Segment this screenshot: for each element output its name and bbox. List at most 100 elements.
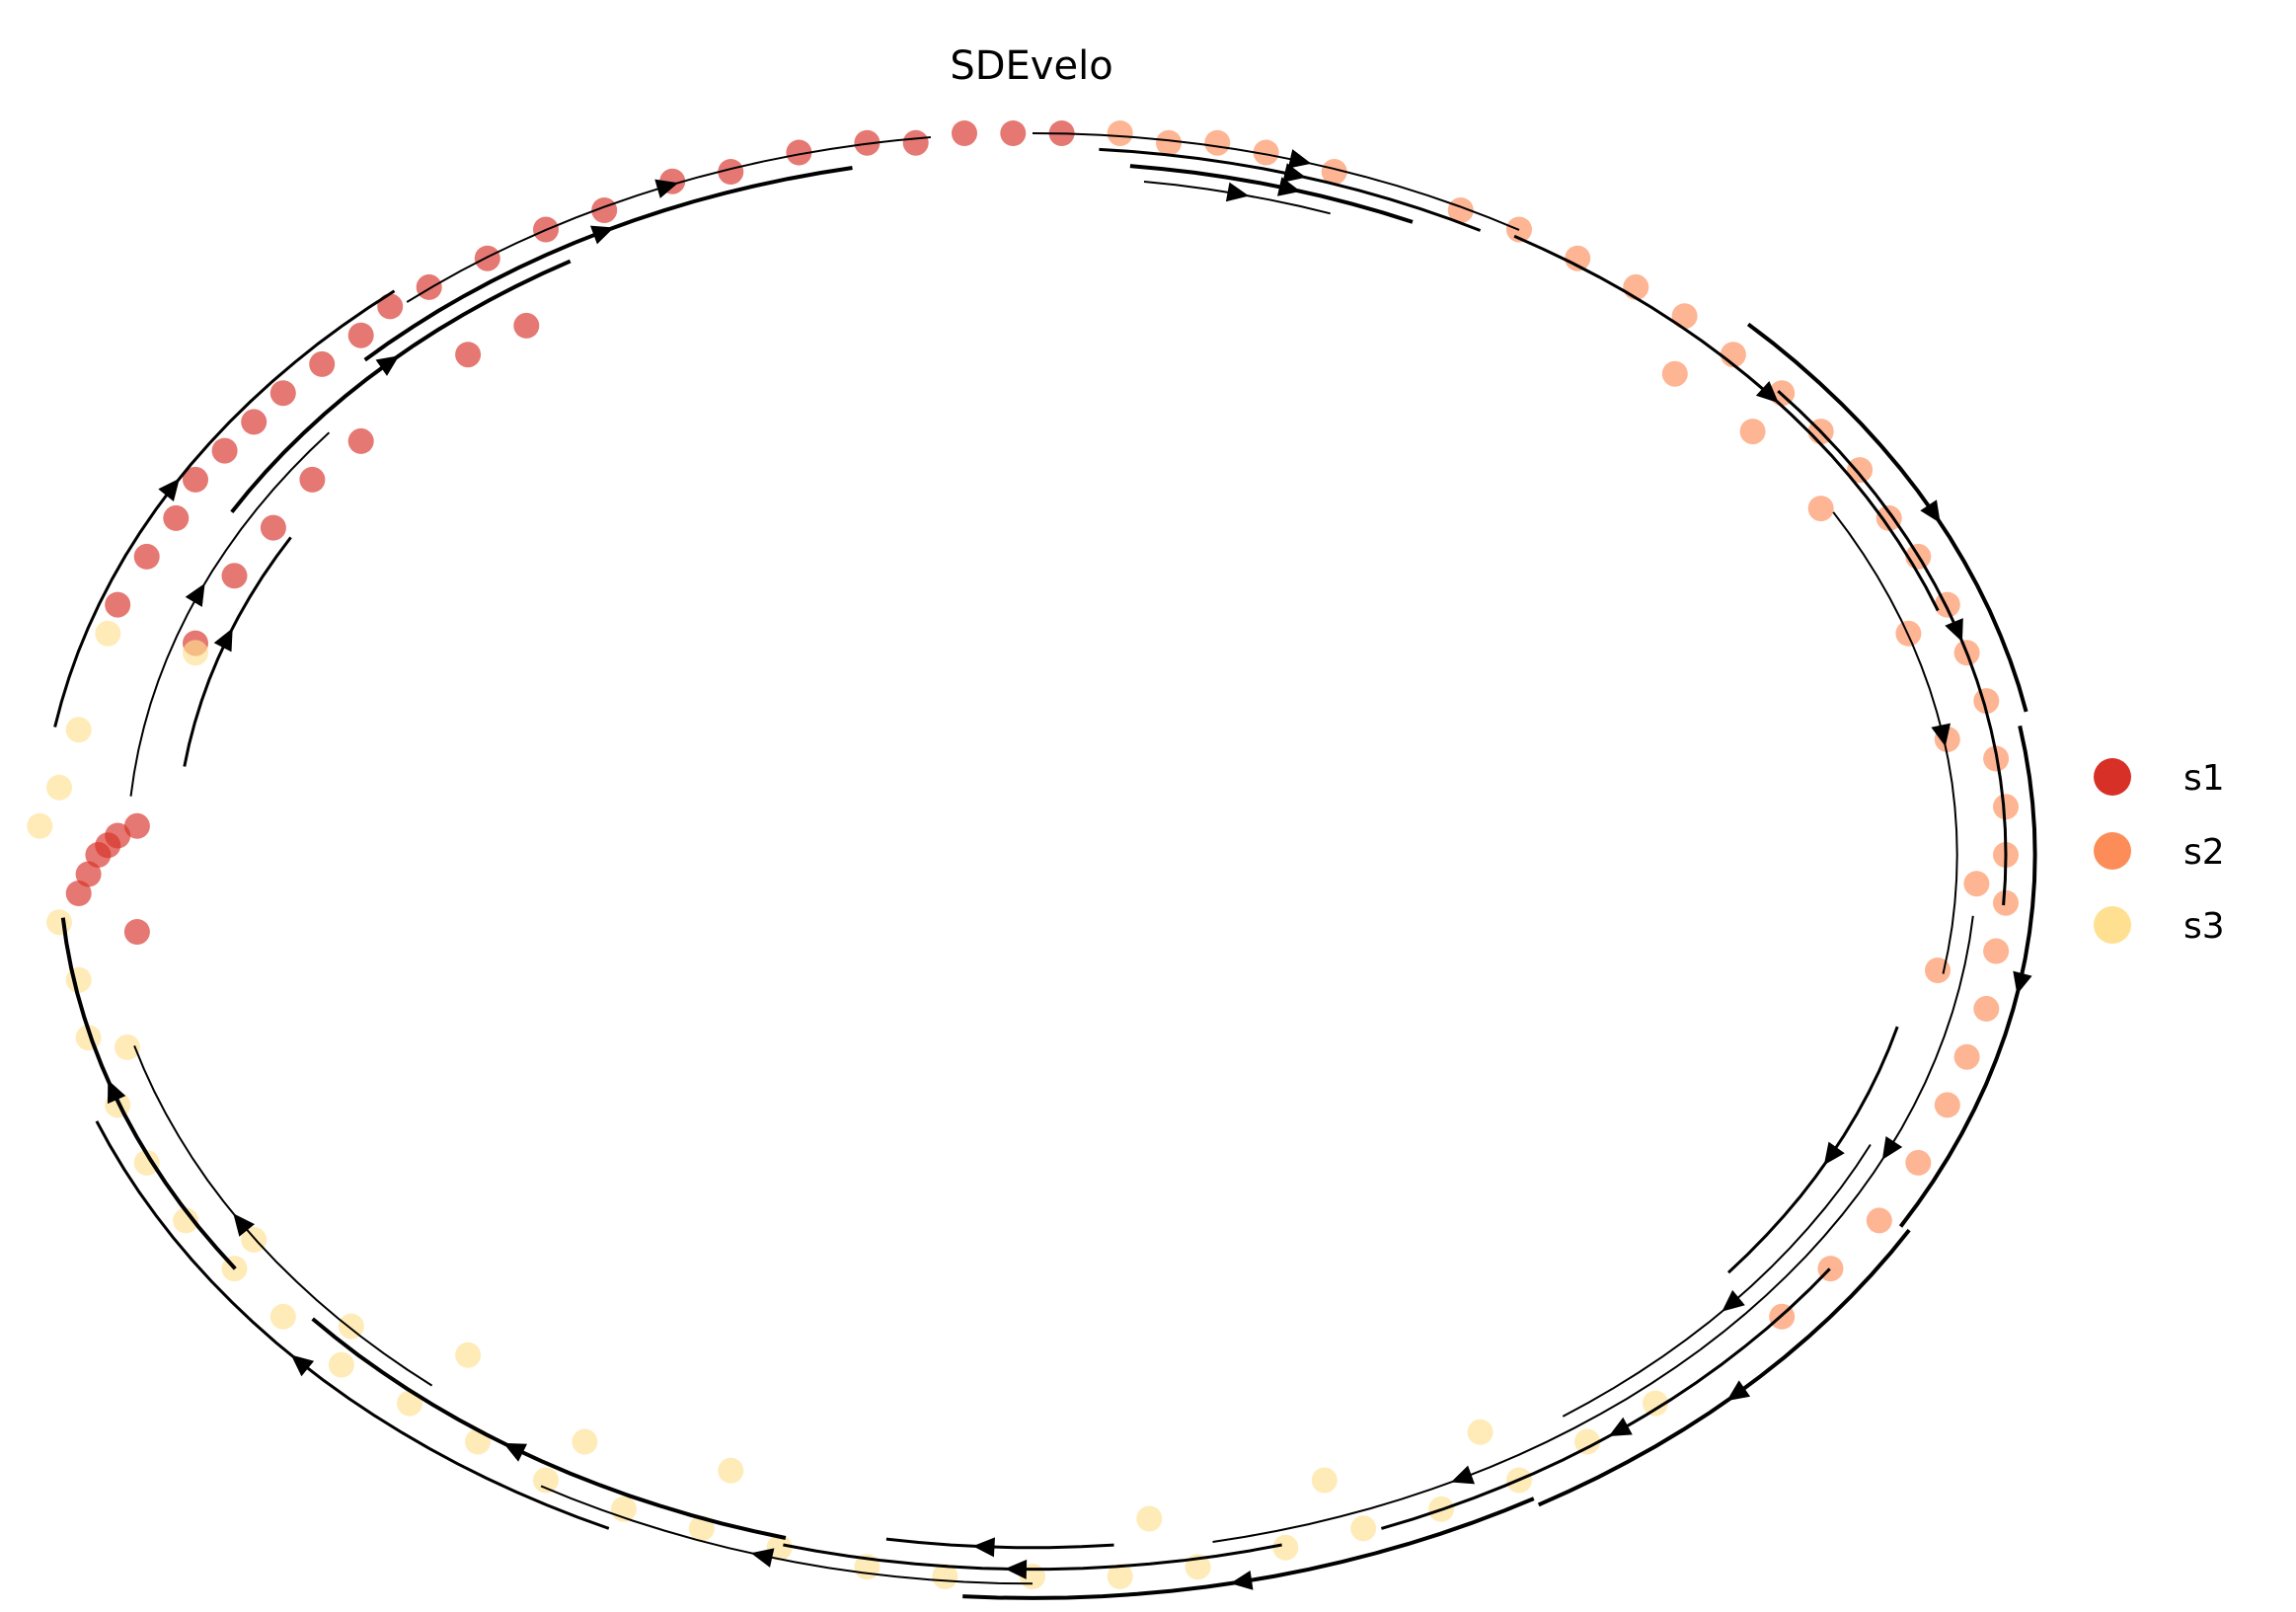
streamline-arrow-icon bbox=[1450, 1465, 1475, 1485]
streamline-arrow-icon bbox=[1282, 163, 1307, 183]
data-point-s2 bbox=[1739, 419, 1766, 445]
data-point-s1 bbox=[183, 466, 208, 493]
data-point-s3 bbox=[183, 640, 208, 666]
data-point-s2 bbox=[1107, 120, 1133, 146]
data-point-s3 bbox=[65, 717, 92, 743]
data-point-s3 bbox=[1574, 1428, 1600, 1455]
data-point-s3 bbox=[133, 1149, 160, 1176]
streamline-arrow-icon bbox=[590, 225, 615, 245]
data-point-s1 bbox=[902, 129, 929, 156]
data-point-s2 bbox=[1807, 496, 1834, 522]
data-point-s1 bbox=[377, 293, 404, 320]
data-point-s1 bbox=[105, 591, 131, 618]
streamline bbox=[311, 1317, 787, 1540]
legend-label-s2: s2 bbox=[2183, 832, 2225, 873]
data-point-s3 bbox=[46, 774, 72, 801]
data-point-s3 bbox=[46, 909, 72, 936]
data-point-s2 bbox=[1963, 871, 1990, 897]
data-point-s3 bbox=[95, 620, 121, 647]
streamline-arrow-icon bbox=[1287, 149, 1312, 169]
data-point-s1 bbox=[347, 427, 374, 454]
streamline-arrow-icon bbox=[1726, 1380, 1751, 1402]
data-point-s2 bbox=[1953, 1043, 1980, 1070]
data-point-s1 bbox=[1000, 120, 1027, 146]
data-point-s2 bbox=[1847, 457, 1874, 484]
data-point-s2 bbox=[1623, 273, 1649, 300]
data-point-s3 bbox=[718, 1457, 744, 1484]
streamline bbox=[1129, 164, 1414, 224]
streamline bbox=[53, 289, 396, 728]
streamline-arrow-icon bbox=[158, 478, 180, 501]
data-point-s1 bbox=[299, 466, 326, 493]
data-point-s1 bbox=[260, 514, 286, 541]
data-point-s3 bbox=[572, 1428, 598, 1455]
data-point-s2 bbox=[1934, 591, 1960, 618]
data-point-s2 bbox=[1321, 159, 1347, 185]
streamline bbox=[1212, 1348, 1701, 1543]
streamline-arrow-icon bbox=[654, 179, 679, 198]
data-point-s1 bbox=[513, 312, 540, 339]
streamline-arrow-icon bbox=[1230, 1571, 1254, 1590]
streamline-arrow-icon bbox=[1920, 499, 1941, 523]
data-point-s3 bbox=[115, 1034, 140, 1060]
data-point-s2 bbox=[1661, 360, 1688, 387]
data-point-s3 bbox=[932, 1564, 958, 1589]
legend-marker-s2 bbox=[2094, 832, 2131, 870]
streamline-arrow-icon bbox=[750, 1548, 775, 1568]
streamline bbox=[962, 1497, 1535, 1600]
data-point-s1 bbox=[347, 322, 374, 348]
data-point-s2 bbox=[1671, 303, 1698, 330]
data-point-s2 bbox=[1866, 1207, 1892, 1234]
data-point-s3 bbox=[27, 812, 53, 839]
legend-label-s1: s1 bbox=[2183, 758, 2225, 799]
streamline bbox=[363, 166, 853, 362]
data-point-s1 bbox=[211, 437, 238, 464]
streamline bbox=[1032, 132, 1520, 231]
streamline-arrow-icon bbox=[1823, 1141, 1845, 1166]
streamline bbox=[133, 1045, 433, 1387]
streamline-arrow-icon bbox=[375, 355, 400, 376]
streamline-arrow-icon bbox=[1608, 1417, 1633, 1436]
data-point-s3 bbox=[1643, 1390, 1668, 1417]
streamline bbox=[406, 136, 931, 303]
data-point-s1 bbox=[123, 812, 150, 839]
data-point-s1 bbox=[65, 881, 92, 906]
data-point-s1 bbox=[952, 120, 977, 146]
legend-marker-s3 bbox=[2094, 906, 2131, 944]
streamline bbox=[60, 917, 237, 1270]
data-point-s2 bbox=[1156, 129, 1182, 156]
chart-title: SDEvelo bbox=[950, 43, 1112, 89]
data-point-s1 bbox=[241, 409, 268, 435]
streamline bbox=[885, 1537, 1114, 1550]
streamline bbox=[1537, 1228, 1911, 1507]
streamline-arrow-icon bbox=[1881, 1136, 1903, 1160]
streamline-arrow-icon bbox=[213, 628, 233, 652]
data-point-s2 bbox=[1993, 794, 2019, 820]
data-point-s1 bbox=[133, 543, 160, 570]
streamline-arrow-icon bbox=[233, 1213, 255, 1237]
streamline bbox=[129, 431, 331, 797]
data-point-s3 bbox=[766, 1534, 793, 1561]
data-point-s1 bbox=[269, 380, 296, 407]
streamline bbox=[1513, 234, 1940, 612]
data-point-s2 bbox=[1204, 129, 1231, 156]
data-points bbox=[27, 120, 2019, 1589]
data-point-s3 bbox=[1311, 1467, 1338, 1494]
streamline bbox=[183, 536, 292, 767]
streamline-arrow-icon bbox=[1277, 177, 1301, 196]
data-point-s3 bbox=[1467, 1419, 1493, 1445]
streamline-arrow-icon bbox=[185, 582, 205, 607]
data-point-s3 bbox=[269, 1303, 296, 1330]
data-point-s3 bbox=[1350, 1515, 1377, 1542]
data-point-s3 bbox=[688, 1515, 715, 1542]
data-point-s3 bbox=[328, 1351, 354, 1378]
data-point-s2 bbox=[1934, 1092, 1960, 1118]
streamline-arrow-icon bbox=[2013, 970, 2032, 995]
legend: s1 s2 s3 bbox=[2094, 758, 2225, 947]
data-point-s3 bbox=[173, 1207, 199, 1234]
streamline-arrow-icon bbox=[1945, 618, 1963, 643]
streamline bbox=[1380, 1267, 1831, 1530]
data-point-s2 bbox=[1565, 245, 1591, 271]
data-point-s3 bbox=[455, 1342, 482, 1368]
